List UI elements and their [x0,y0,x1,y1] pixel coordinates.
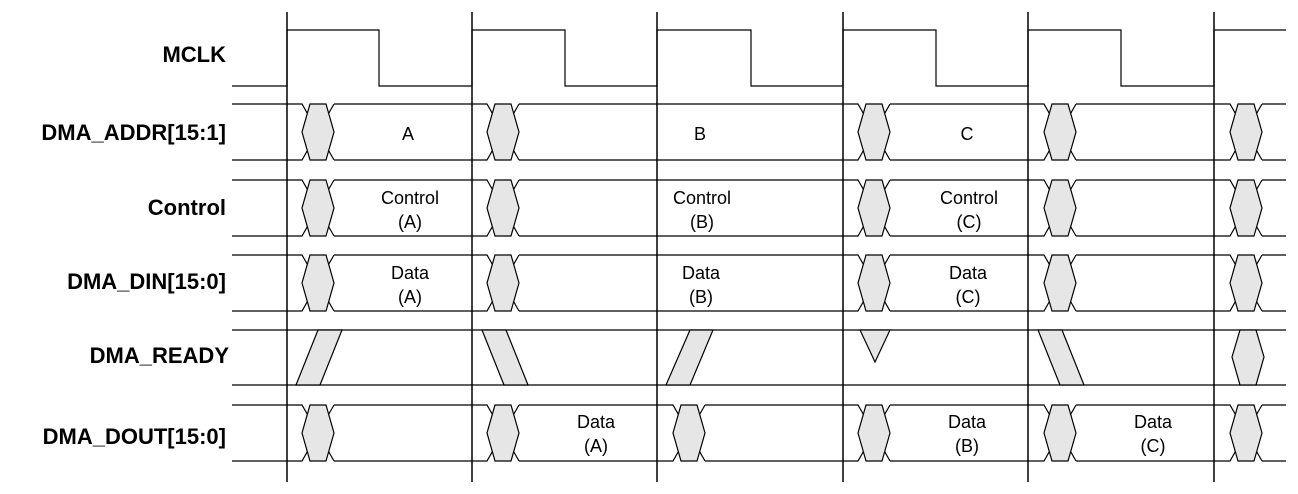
din-value: (B) [689,287,713,307]
bus-crossover [1229,179,1263,237]
bus-crossover [857,103,891,161]
control-value: (B) [690,212,714,232]
bus-crossover [301,404,335,462]
ready-glitch-transition [859,329,891,364]
bus-addr-waveform [232,103,1286,161]
addr-value: B [694,124,706,144]
bus-crossover [1229,404,1263,462]
bus-crossover [1229,103,1263,161]
control-value: Control [381,188,439,208]
bus-din-waveform [232,254,1286,312]
bus-crossover [1043,179,1077,237]
bus-crossover [1229,254,1263,312]
dout-value: (A) [584,436,608,456]
ready-fall-transition [481,329,529,386]
ready-rise-transition [295,329,343,386]
signal-label-dout: DMA_DOUT[15:0] [43,424,226,449]
ready-crossover [1231,329,1265,386]
din-value: (C) [956,287,981,307]
signal-label-addr: DMA_ADDR[15:1] [41,120,226,145]
bus-crossover [672,404,706,462]
din-value: (A) [398,287,422,307]
bus-crossover [301,103,335,161]
control-value: Control [940,188,998,208]
dout-value: Data [577,412,616,432]
dout-values: Data (A) Data (B) Data (C) [577,412,1173,456]
addr-values: A B C [402,124,974,144]
addr-value: C [961,124,974,144]
addr-value: A [402,124,414,144]
bus-crossover [857,179,891,237]
control-value: Control [673,188,731,208]
dout-value: (C) [1141,436,1166,456]
dout-value: Data [948,412,987,432]
bus-crossover [1043,254,1077,312]
bus-lines [232,103,1286,161]
din-value: Data [391,263,430,283]
signal-label-control: Control [148,195,226,220]
bus-crossover [857,254,891,312]
control-value: (C) [957,212,982,232]
bus-crossover [1043,103,1077,161]
clock-edge-markers [286,12,1215,482]
ready-rise-transition [665,329,714,386]
signal-label-din: DMA_DIN[15:0] [67,269,226,294]
bus-lines [232,404,1286,462]
bus-crossover [486,179,520,237]
din-value: Data [949,263,988,283]
dout-value: Data [1134,412,1173,432]
bus-crossover [301,179,335,237]
bus-crossover [1043,404,1077,462]
signal-labels: MCLK DMA_ADDR[15:1] Control DMA_DIN[15:0… [41,42,229,449]
din-values: Data (A) Data (B) Data (C) [391,263,988,307]
ready-waveform [232,329,1286,386]
control-values: Control (A) Control (B) Control (C) [381,188,998,232]
din-value: Data [682,263,721,283]
bus-crossover [857,404,891,462]
control-value: (A) [398,212,422,232]
ready-fall-transition [1037,329,1085,386]
mclk-waveform [232,29,1286,87]
signal-label-ready: DMA_READY [90,343,230,368]
bus-crossover [301,254,335,312]
dout-value: (B) [955,436,979,456]
signal-label-mclk: MCLK [162,42,226,67]
bus-crossover [486,254,520,312]
bus-crossover [486,404,520,462]
bus-crossover [486,103,520,161]
bus-dout-waveform [232,404,1286,462]
bus-control-waveform [232,179,1286,237]
